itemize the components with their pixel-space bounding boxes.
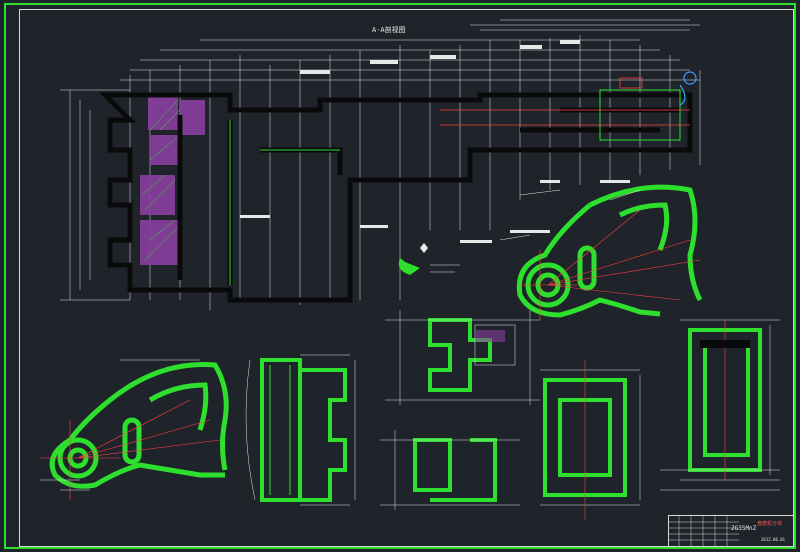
title-block-grid (669, 516, 739, 546)
side-section-view (245, 354, 356, 506)
hatch-pattern (141, 99, 181, 261)
fork-view-left (40, 359, 229, 500)
title-block-part-name: 盘磨机分体 (757, 521, 783, 527)
casting-outline-green (229, 89, 681, 285)
red-detail (440, 77, 690, 126)
annotation-blobs (240, 40, 630, 243)
section-title: A-A剖视图 (372, 26, 406, 34)
small-detail-view (398, 243, 460, 275)
hatched-section (140, 95, 205, 265)
title-block-drawing-code: 2012.06.01 (761, 537, 786, 542)
reference-circle (683, 71, 697, 85)
fork-view-right (499, 184, 703, 320)
drawing-border-inner (19, 9, 794, 547)
title-block-material: ZG35MnZ (731, 525, 757, 532)
dimension-lines-top (60, 19, 701, 310)
drawing-border-outer (4, 3, 796, 549)
title-block: ZG35MnZ 盘磨机分体 2012.06.01 (668, 515, 794, 547)
main-section-view (60, 19, 701, 310)
center-section-views (380, 310, 540, 510)
right-section-views (540, 319, 780, 520)
